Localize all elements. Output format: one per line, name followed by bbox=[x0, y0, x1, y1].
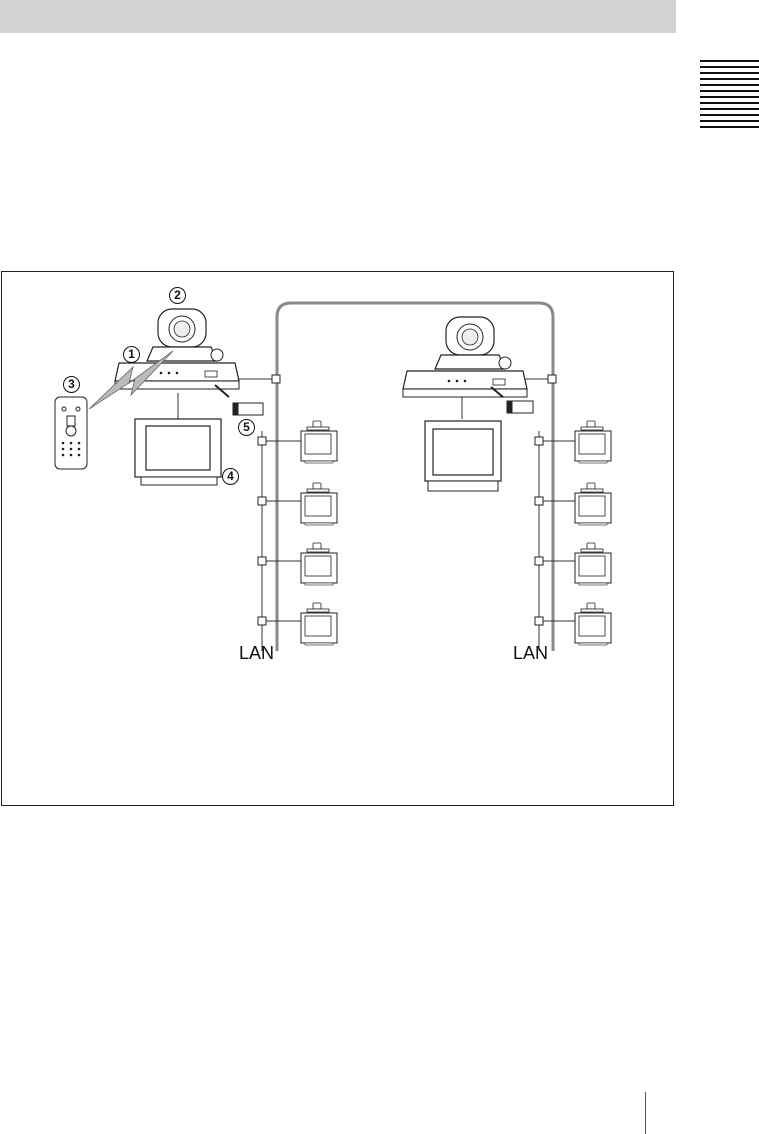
remote-station-right-2 bbox=[575, 483, 611, 525]
monitor-right bbox=[425, 421, 501, 491]
lan-label-right: LAN bbox=[513, 644, 548, 662]
remote-station-right-3 bbox=[575, 543, 611, 585]
remote-station-right-1 bbox=[575, 421, 611, 463]
main-station-right bbox=[403, 317, 527, 397]
remote-commander bbox=[55, 397, 87, 469]
callout-codec-unit: 1 bbox=[123, 346, 140, 363]
chapter-tab-marker bbox=[700, 60, 759, 132]
monitor-left bbox=[135, 419, 221, 485]
remote-station-left-2 bbox=[301, 483, 337, 525]
remote-station-left-4 bbox=[301, 603, 337, 645]
lan-label-left: LAN bbox=[239, 644, 274, 662]
network-diagram bbox=[1, 271, 674, 806]
remote-station-left-1 bbox=[301, 421, 337, 463]
lan-backbone bbox=[277, 303, 553, 651]
callout-camera: 2 bbox=[169, 287, 186, 304]
callout-memory-stick: 5 bbox=[238, 419, 255, 436]
callout-monitor: 4 bbox=[222, 468, 239, 485]
remote-station-right-4 bbox=[575, 603, 611, 645]
callout-remote-commander: 3 bbox=[63, 376, 80, 393]
remote-station-left-3 bbox=[301, 543, 337, 585]
page-number-rule bbox=[645, 1092, 646, 1134]
header-bar bbox=[0, 0, 676, 33]
